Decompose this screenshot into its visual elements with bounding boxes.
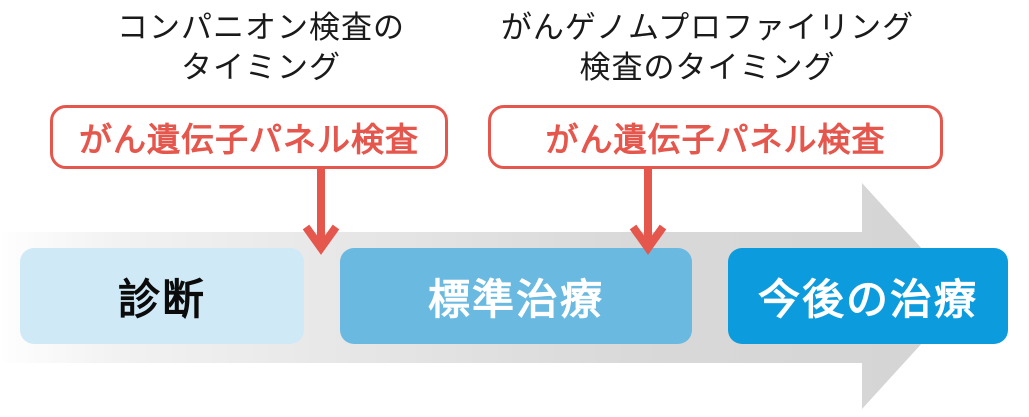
stage-diagnosis: 診断 bbox=[20, 248, 304, 344]
stage-standard-treatment: 標準治療 bbox=[340, 248, 692, 344]
stage-future-treatment: 今後の治療 bbox=[728, 248, 1008, 344]
heading-line: がんゲノムプロファイリング bbox=[500, 10, 915, 45]
stage-label: 標準治療 bbox=[427, 275, 604, 323]
stage-label: 診断 bbox=[117, 275, 206, 323]
gene-panel-test-callout-right: がん遺伝子パネル検査 bbox=[488, 105, 943, 169]
down-arrow-icon bbox=[302, 169, 340, 255]
down-arrow-icon bbox=[629, 169, 667, 255]
callout-label: がん遺伝子パネル検査 bbox=[545, 121, 886, 158]
stage-label: 今後の治療 bbox=[757, 275, 978, 323]
heading-line: タイミング bbox=[181, 50, 341, 85]
gene-panel-test-callout-left: がん遺伝子パネル検査 bbox=[50, 105, 448, 169]
heading-line: 検査のタイミング bbox=[579, 50, 836, 85]
callout-label: がん遺伝子パネル検査 bbox=[79, 121, 419, 158]
heading-line: コンパニオン検査の bbox=[117, 10, 405, 45]
companion-test-timing-heading: コンパニオン検査の タイミング bbox=[75, 8, 447, 88]
genome-profiling-timing-heading: がんゲノムプロファイリング 検査のタイミング bbox=[490, 8, 925, 88]
